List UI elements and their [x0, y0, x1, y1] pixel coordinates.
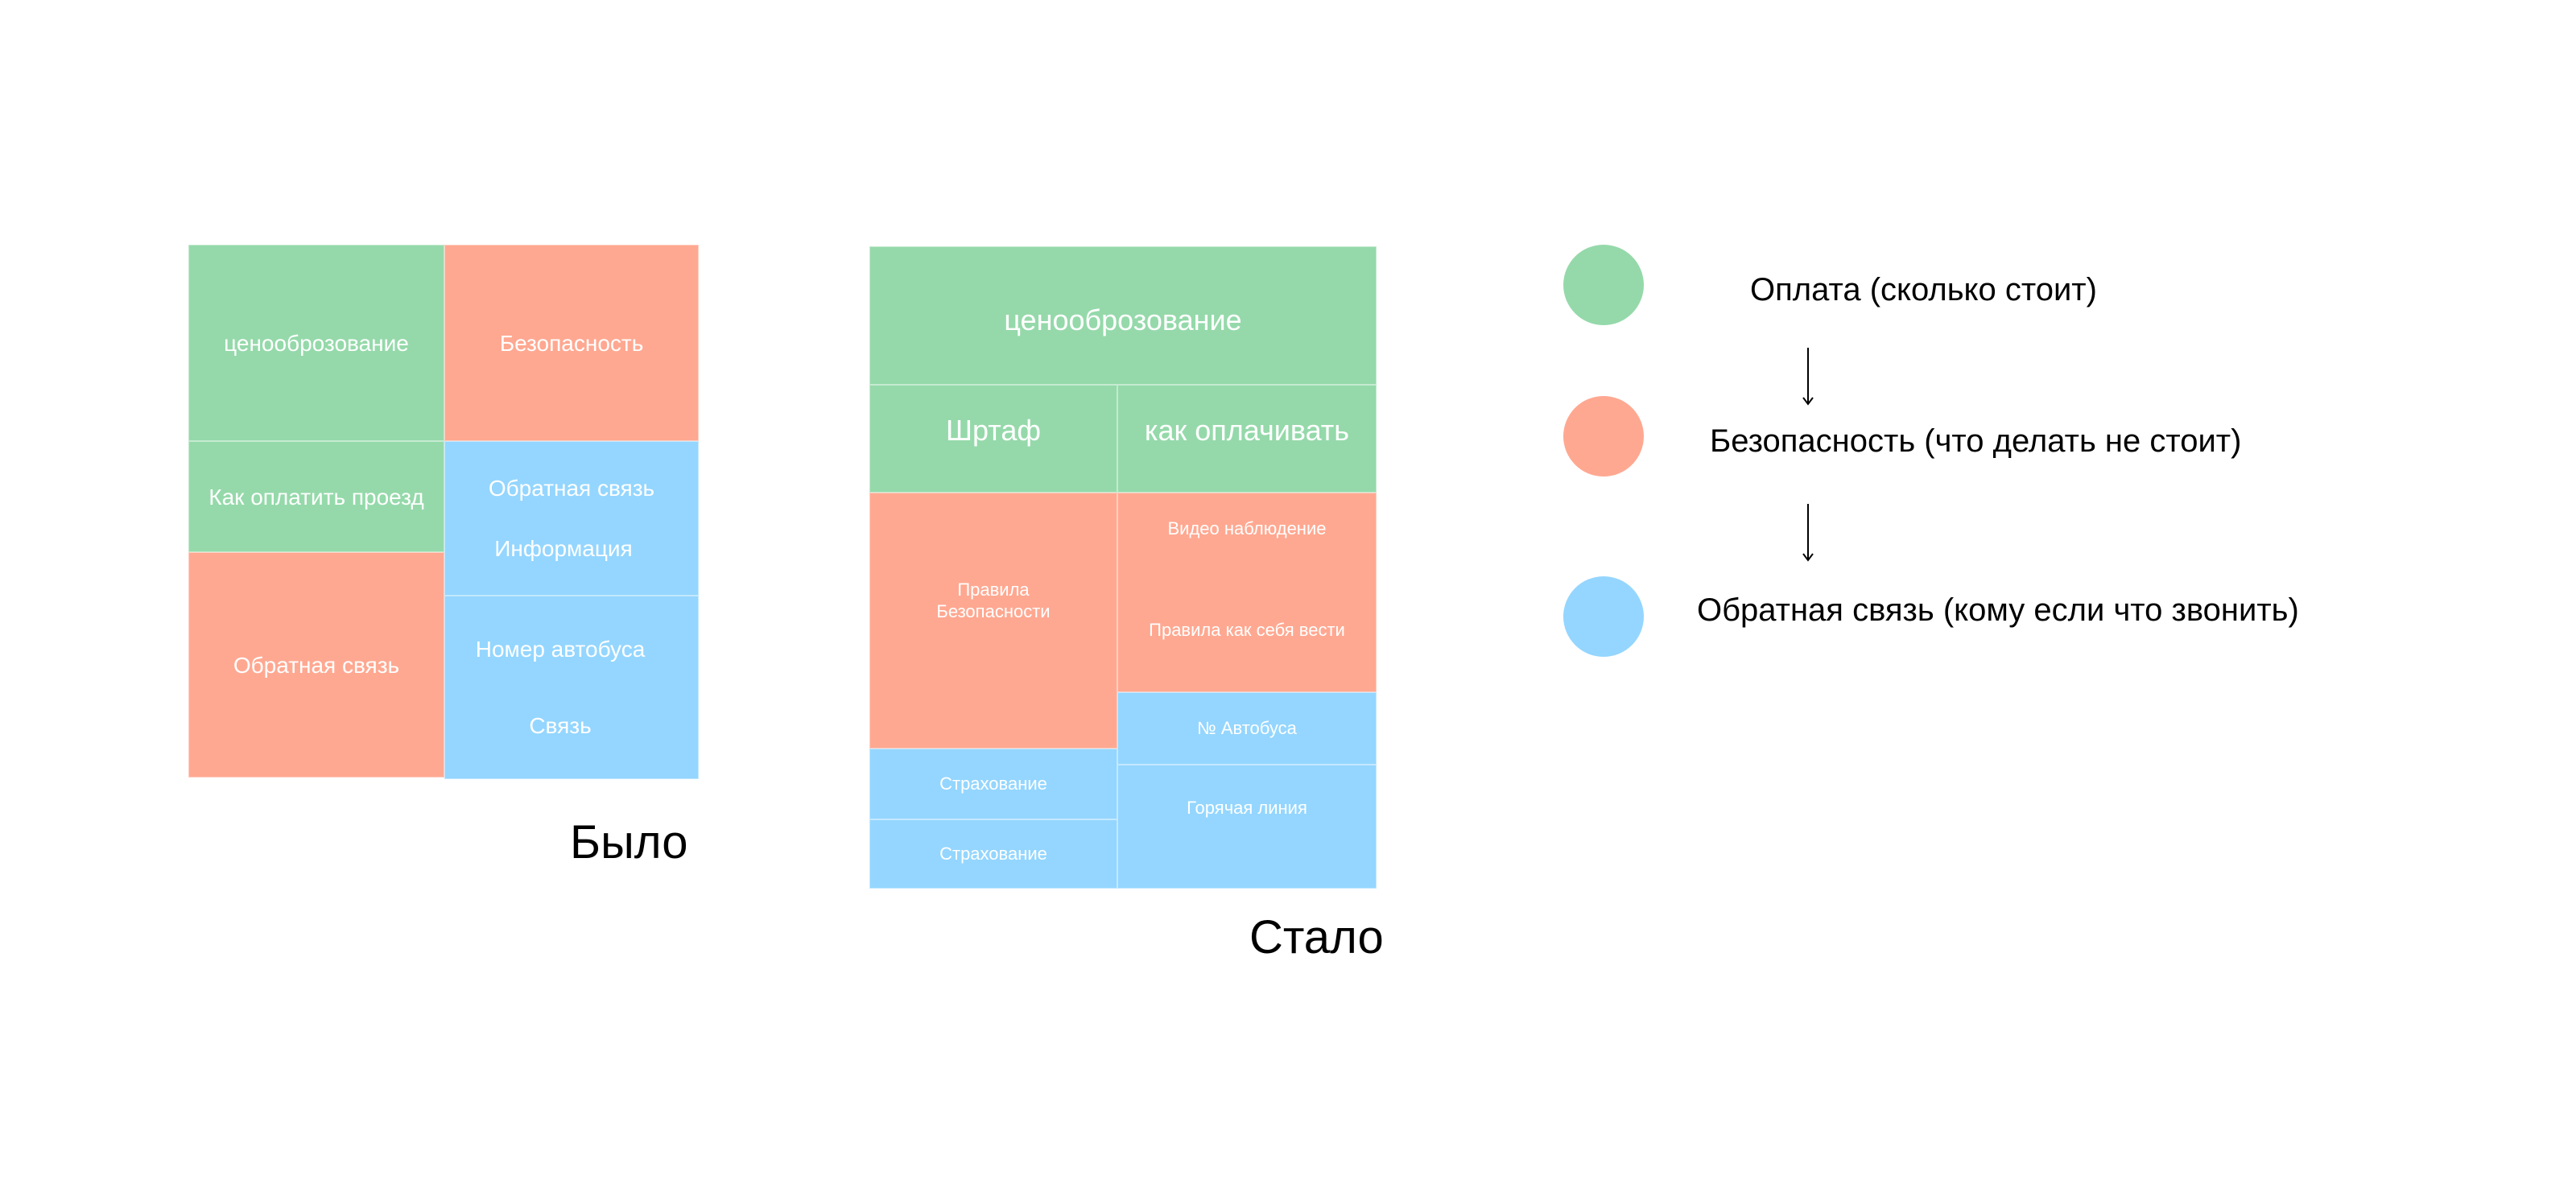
before-caption: Было — [570, 816, 688, 868]
before-block-pricing: ценооброзование — [188, 245, 444, 441]
before-block-safety: Безопасность — [444, 245, 699, 441]
after-label-behavior-rules: Правила как себя вести — [1149, 619, 1345, 640]
legend-dot-green — [1563, 245, 1644, 325]
before-label-bus-number: Номер автобуса — [475, 637, 646, 662]
before-label-information: Информация — [494, 536, 633, 561]
legend-dot-red — [1563, 396, 1644, 477]
before-label-feedback: Обратная связь — [488, 476, 655, 501]
after-block-fine: Шртаф — [869, 385, 1117, 493]
after-block-how-to-pay: как оплачивать — [1117, 385, 1377, 493]
arrow-down-icon — [1802, 348, 1814, 406]
after-block-insurance-1: Страхование — [869, 749, 1117, 819]
after-block-hotline: Горячая линия — [1117, 765, 1377, 889]
before-label-contact: Связь — [529, 713, 592, 738]
after-caption: Стало — [1249, 911, 1384, 963]
legend-text-payment: Оплата (сколько стоит) — [1750, 272, 2097, 307]
legend-dot-blue — [1563, 576, 1644, 657]
before-block-how-to-pay: Как оплатить проезд — [188, 441, 444, 552]
after-block-safety-rules: Правила Безопасности — [869, 493, 1117, 749]
after-label-video: Видео наблюдение — [1167, 518, 1327, 538]
after-block-bus-number: № Автобуса — [1117, 692, 1377, 765]
before-block-feedback-red: Обратная связь — [188, 552, 444, 778]
legend-text-safety: Безопасность (что делать не стоит) — [1710, 423, 2242, 459]
before-block-feedback-info: Обратная связь Информация — [444, 441, 699, 596]
after-block-video-behavior: Видео наблюдение Правила как себя вести — [1117, 493, 1377, 692]
arrow-down-icon — [1802, 504, 1814, 562]
after-block-insurance-2: Страхование — [869, 819, 1117, 889]
after-block-pricing: ценооброзование — [869, 246, 1377, 385]
legend-text-feedback: Обратная связь (кому если что звонить) — [1697, 592, 2299, 628]
before-block-bus-contact: Номер автобуса Связь — [444, 596, 699, 779]
